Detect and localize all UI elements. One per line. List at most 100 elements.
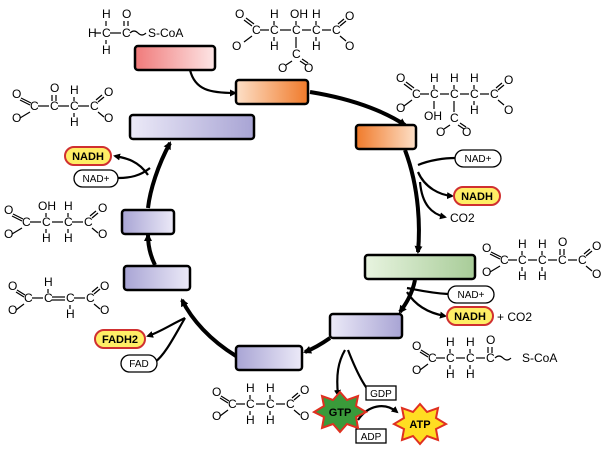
- svg-text:FAD: FAD: [129, 359, 148, 370]
- svg-text:H: H: [470, 103, 479, 117]
- enzyme-fumarase-box: [122, 264, 192, 292]
- svg-text:O: O: [396, 71, 405, 85]
- succinate-structure: O O C H C H H C H C O O: [212, 381, 309, 427]
- enzyme-small-box: [120, 208, 176, 236]
- svg-text:FADH2: FADH2: [102, 334, 138, 346]
- svg-text:O: O: [592, 239, 601, 253]
- svg-text:OH: OH: [38, 199, 56, 213]
- alpha-ketoglutarate-structure: O O C H C H H C H C O C O O: [482, 235, 601, 283]
- svg-text:C: C: [430, 87, 439, 101]
- svg-text:C: C: [84, 215, 93, 229]
- fad-pill: FAD: [120, 354, 158, 373]
- svg-text:H: H: [270, 7, 279, 21]
- svg-text:H: H: [246, 381, 255, 395]
- svg-text:H: H: [66, 307, 75, 321]
- svg-text:O: O: [412, 363, 421, 377]
- entry-arrow: [188, 69, 237, 97]
- co2-label-1: CO2: [450, 211, 475, 225]
- enzyme-malate-dehydrogenase-box: [128, 113, 256, 141]
- svg-text:C: C: [86, 291, 95, 305]
- svg-text:C: C: [66, 291, 75, 305]
- nadh-pill-1: NADH: [64, 146, 112, 166]
- svg-text:C: C: [270, 23, 279, 37]
- svg-text:C: C: [228, 397, 237, 411]
- svg-text:O: O: [8, 303, 17, 317]
- svg-text:C: C: [470, 87, 479, 101]
- svg-text:C: C: [500, 253, 509, 267]
- acetyl-coa-structure: H H C H C O S-CoA: [88, 7, 183, 57]
- svg-text:C: C: [412, 87, 421, 101]
- svg-text:NADH: NADH: [461, 191, 493, 203]
- svg-text:H: H: [466, 335, 475, 349]
- svg-text:C: C: [450, 111, 459, 125]
- svg-text:C: C: [50, 99, 59, 113]
- svg-text:C: C: [42, 215, 51, 229]
- svg-text:C: C: [332, 23, 341, 37]
- nad-pill-2: NAD+: [454, 149, 502, 168]
- svg-text:O: O: [504, 73, 513, 87]
- nad-pill-3: NAD+: [447, 285, 495, 304]
- svg-text:H: H: [446, 335, 455, 349]
- svg-text:O: O: [482, 241, 491, 255]
- fadh2-branch: [146, 317, 186, 338]
- svg-text:O: O: [98, 201, 107, 215]
- svg-text:H: H: [102, 43, 111, 57]
- svg-text:H: H: [44, 275, 53, 289]
- malate-structure: O O C OH C H H C H C O O: [4, 199, 107, 245]
- svg-text:O: O: [100, 279, 109, 293]
- svg-text:H: H: [430, 71, 439, 85]
- svg-text:O: O: [100, 303, 109, 317]
- svg-text:H: H: [102, 7, 111, 21]
- svg-text:O: O: [304, 61, 313, 75]
- svg-text:O: O: [412, 339, 421, 353]
- svg-text:GDP: GDP: [370, 389, 392, 400]
- svg-text:O: O: [104, 111, 113, 125]
- svg-text:C: C: [486, 351, 495, 365]
- svg-text:O: O: [12, 111, 21, 125]
- svg-text:O: O: [50, 81, 59, 95]
- svg-text:H: H: [42, 231, 51, 245]
- svg-text:O: O: [212, 409, 221, 423]
- gdp-box: GDP: [365, 385, 397, 401]
- enzyme-succinate-dehydrogenase-box: [234, 344, 304, 372]
- svg-text:NAD+: NAD+: [465, 154, 492, 165]
- svg-text:C: C: [292, 47, 301, 61]
- svg-text:NADH: NADH: [454, 311, 486, 323]
- svg-text:O: O: [8, 279, 17, 293]
- svg-text:H: H: [266, 413, 275, 427]
- svg-text:H: H: [518, 269, 527, 283]
- svg-text:C: C: [70, 99, 79, 113]
- svg-text:S-CoA: S-CoA: [148, 26, 183, 40]
- svg-text:C: C: [252, 23, 261, 37]
- svg-text:O: O: [104, 85, 113, 99]
- succinyl-coa-structure: O O C H C H H C H C O S-CoA: [412, 333, 557, 381]
- co2-label-2: + CO2: [497, 310, 532, 324]
- svg-text:C: C: [90, 99, 99, 113]
- nadh-pill-2: NADH: [453, 186, 501, 206]
- svg-text:C: C: [428, 351, 437, 365]
- svg-text:O: O: [4, 203, 13, 217]
- svg-text:O: O: [345, 39, 354, 53]
- svg-text:H: H: [246, 413, 255, 427]
- svg-text:C: C: [466, 351, 475, 365]
- fumarate-structure: O O C C H C H C O O: [8, 275, 109, 321]
- svg-text:C: C: [538, 253, 547, 267]
- svg-text:H: H: [538, 237, 547, 251]
- svg-text:GTP: GTP: [329, 407, 352, 419]
- nadh-pill-3: NADH: [446, 306, 494, 326]
- svg-text:O: O: [592, 267, 601, 281]
- svg-text:H: H: [70, 83, 79, 97]
- svg-text:H: H: [450, 71, 459, 85]
- svg-text:O: O: [558, 235, 567, 249]
- svg-text:NADH: NADH: [72, 151, 104, 163]
- svg-text:O: O: [396, 101, 405, 115]
- svg-text:C: C: [286, 397, 295, 411]
- svg-text:H: H: [88, 26, 97, 40]
- svg-text:C: C: [22, 215, 31, 229]
- svg-text:C: C: [246, 397, 255, 411]
- svg-text:C: C: [24, 291, 33, 305]
- svg-text:O: O: [12, 87, 21, 101]
- svg-text:C: C: [490, 87, 499, 101]
- svg-text:O: O: [235, 7, 244, 21]
